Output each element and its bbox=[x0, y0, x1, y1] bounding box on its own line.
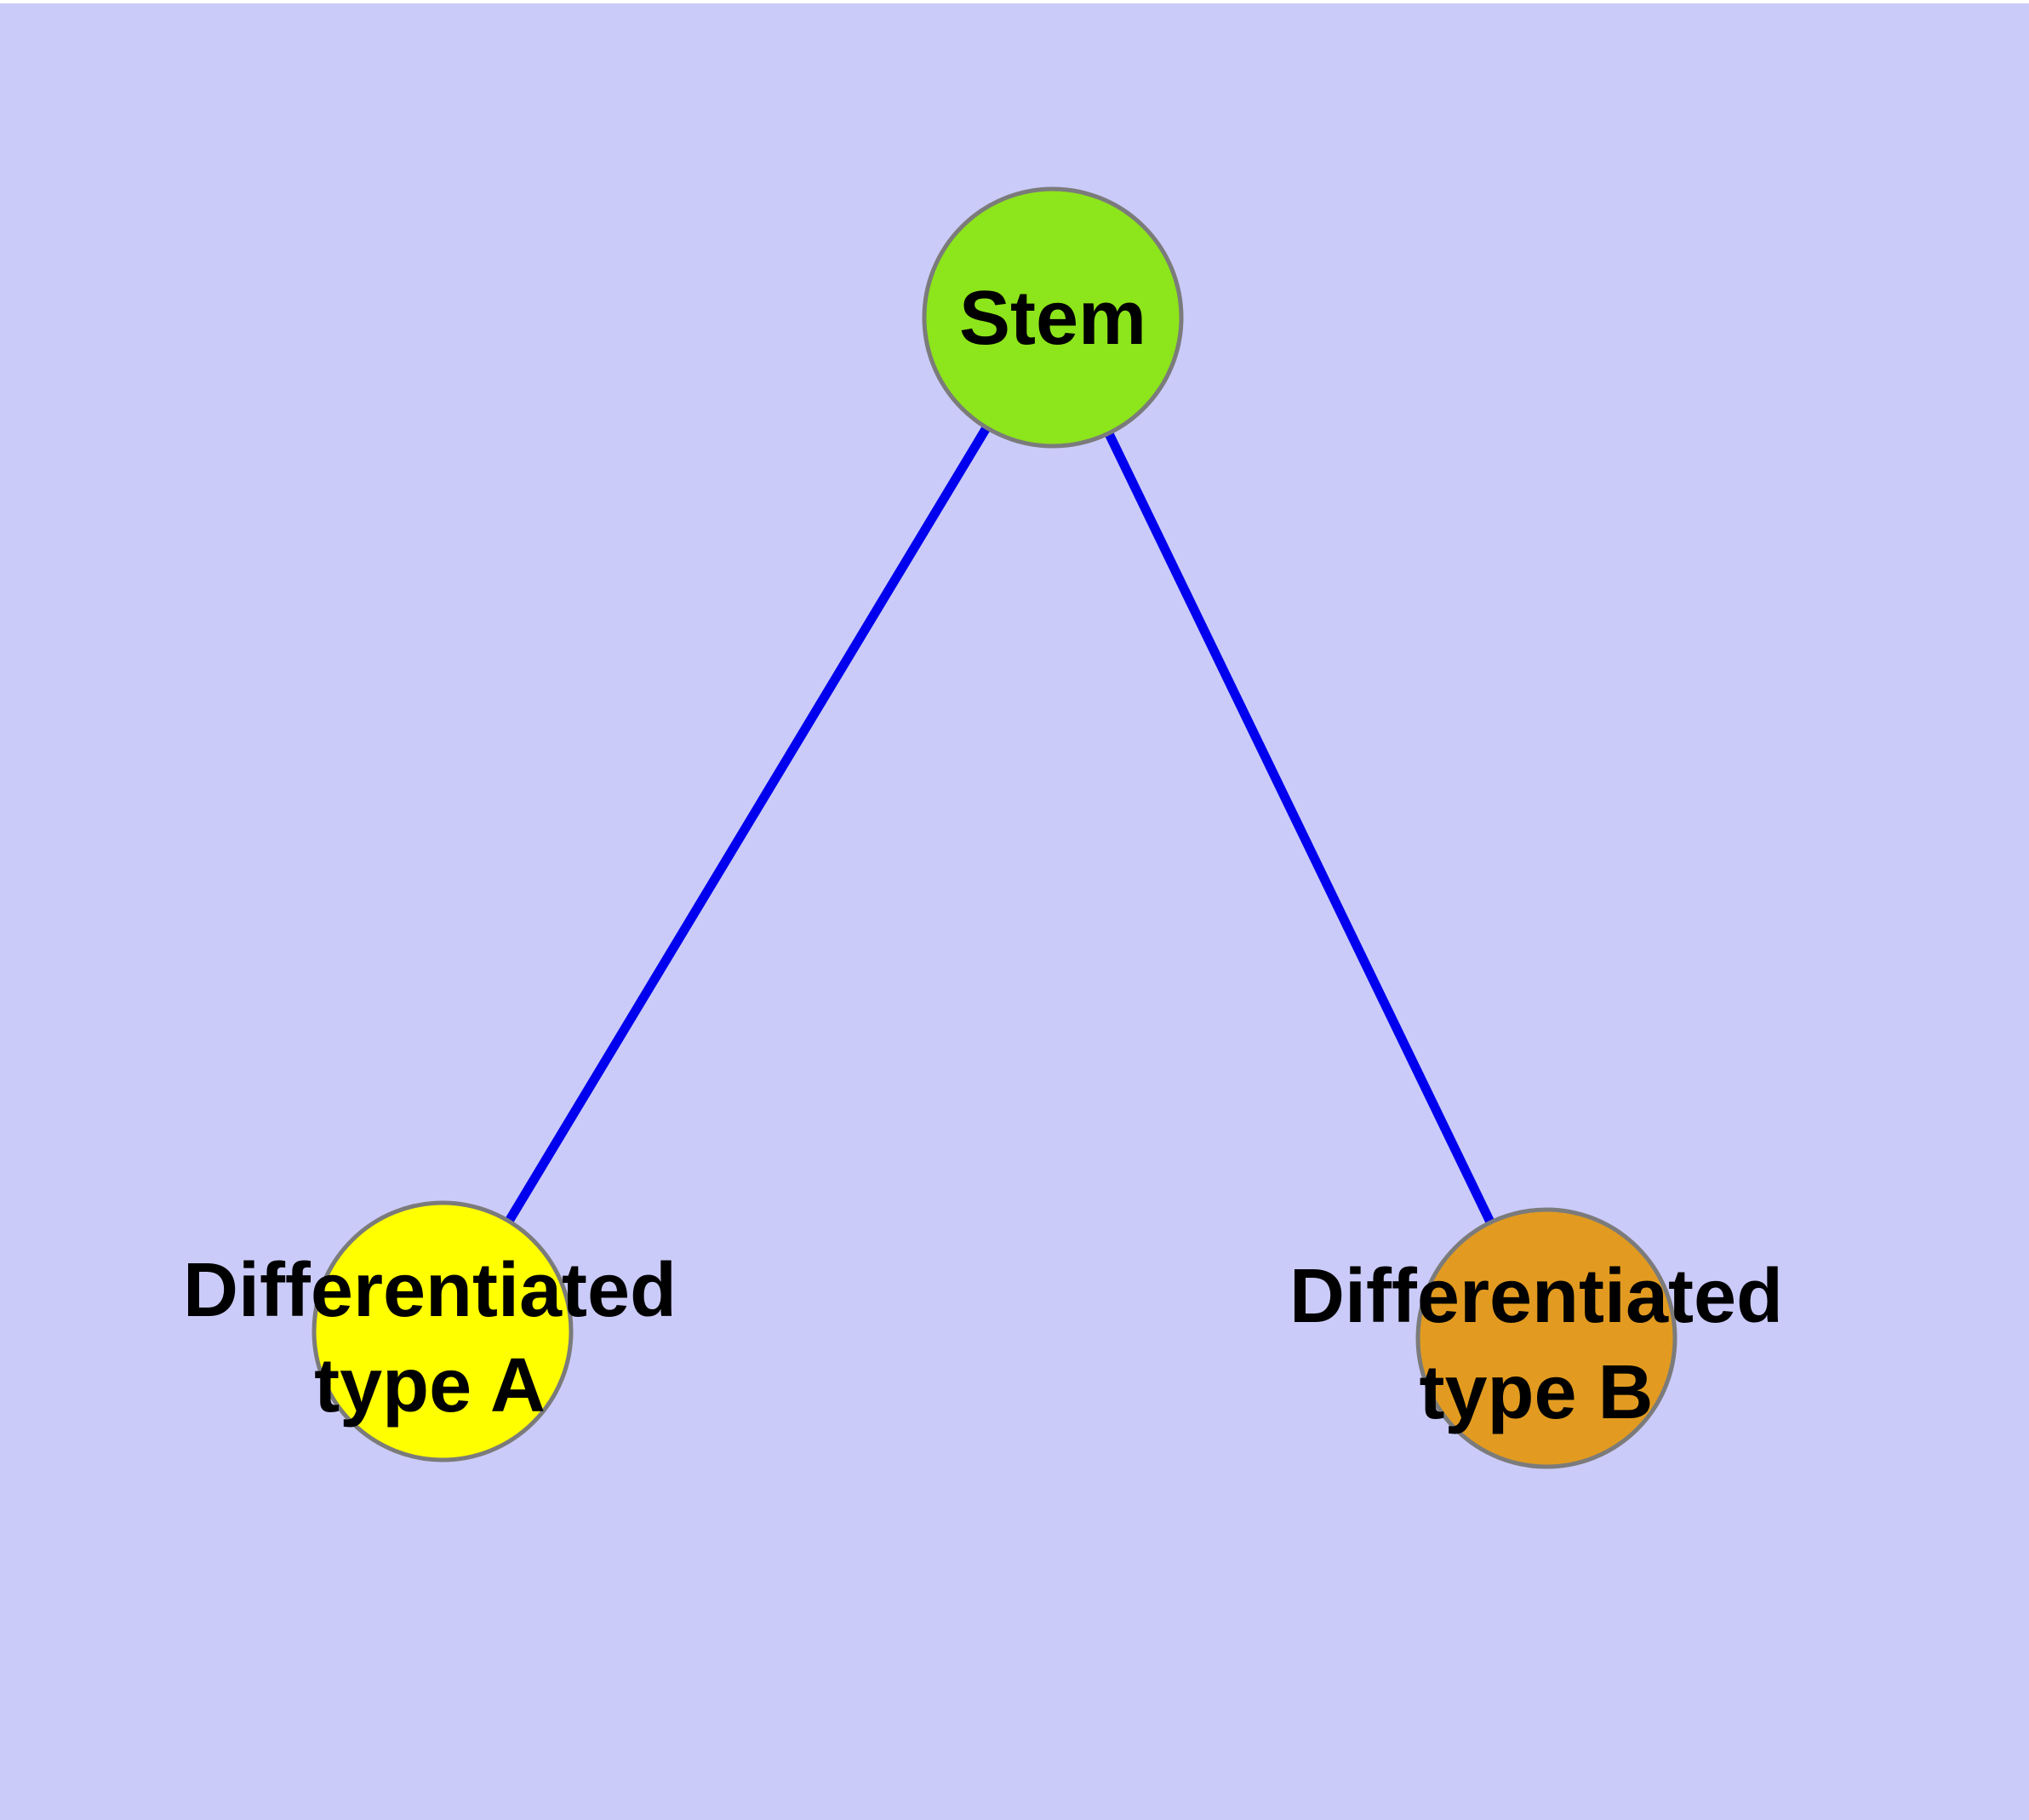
type-b-node[interactable] bbox=[1415, 1207, 1677, 1469]
edge-stem-to-type-a bbox=[438, 315, 1057, 1334]
type-a-node-label-line2: type A bbox=[314, 1343, 546, 1428]
stem-node-label: Stem bbox=[959, 276, 1146, 361]
type-a-node-label-line1: Differentiated bbox=[183, 1248, 677, 1333]
stem-node[interactable] bbox=[922, 186, 1184, 449]
type-a-node[interactable] bbox=[311, 1200, 574, 1462]
edge-stem-to-type-b bbox=[1049, 315, 1551, 1341]
type-b-node-label-line2: type B bbox=[1419, 1350, 1653, 1435]
type-b-node-label-line1: Differentiated bbox=[1289, 1254, 1783, 1339]
